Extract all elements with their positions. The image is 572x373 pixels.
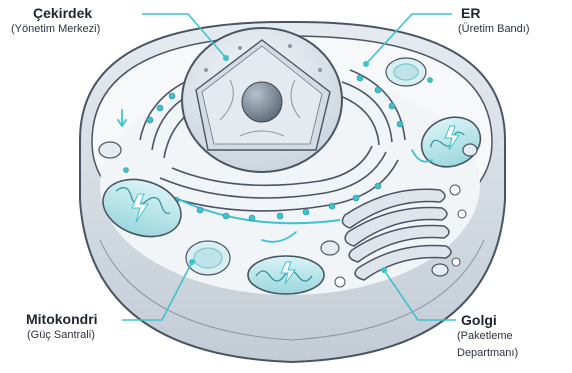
- golgi-label-title: Golgi: [461, 312, 497, 328]
- er-leader-dot: [363, 61, 369, 67]
- nucleus-label-subtitle: (Yönetim Merkezi): [11, 23, 100, 36]
- mitochondrion-bottom: [248, 256, 324, 294]
- er-label-subtitle: (Üretim Bandı): [458, 23, 530, 36]
- golgi-label-subtitle-line2: Departmanı): [457, 347, 518, 360]
- golgi-label-subtitle-line1: (Paketleme: [457, 330, 513, 343]
- mitochondria-label-title: Mitokondri: [26, 311, 98, 327]
- nucleus: [182, 28, 342, 172]
- nucleus-leader-dot: [223, 55, 229, 61]
- nucleus-label-title: Çekirdek: [33, 5, 92, 21]
- er-label-title: ER: [461, 5, 480, 21]
- mitochondria-leader-dot: [189, 259, 195, 265]
- mitochondria-label-subtitle: (Güç Santrali): [27, 329, 95, 342]
- golgi-leader-dot: [381, 267, 387, 273]
